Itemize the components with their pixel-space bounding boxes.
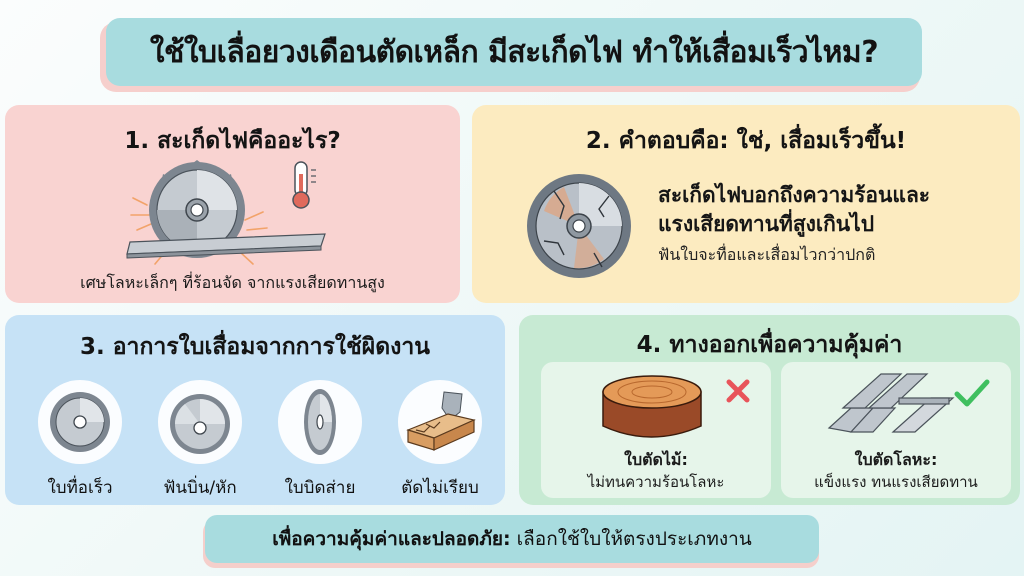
footer-bold-text: เพื่อความคุ้มค่าและปลอดภัย: — [272, 528, 511, 550]
symptom-label: ฟันบิ่น/หัก — [163, 478, 237, 498]
symptom-item: ใบทื่อเร็ว — [25, 380, 135, 501]
symptom-list: ใบทื่อเร็ว ฟันบิ่น/หัก — [25, 380, 495, 501]
rough-cut-wood-icon — [406, 391, 476, 451]
symptom-label: ใบบิดส่าย — [284, 478, 356, 498]
answer-sub: ฟันใบจะทื่อและเสื่อมไวกว่าปกติ — [658, 245, 876, 264]
answer-text: สะเก็ดไฟบอกถึงความร้อนและ แรงเสียดทานที่… — [658, 181, 930, 268]
panel-heading: 2. คำตอบคือ: ใช่, เสื่อมเร็วขึ้น! — [585, 128, 907, 154]
footer-message: เพื่อความคุ้มค่าและปลอดภัย: เลือกใช้ใบให… — [205, 515, 819, 563]
symptom-label: ใบทื่อเร็ว — [47, 478, 113, 498]
dull-blade-icon — [50, 392, 110, 452]
panel-heading: 3. อาการใบเสื่อมจากการใช้ผิดงาน — [79, 334, 430, 360]
thermometer-icon — [292, 161, 316, 209]
symptom-item: ฟันบิ่น/หัก — [145, 380, 255, 501]
answer-line-2: แรงเสียดทานที่สูงเกินไป — [658, 212, 875, 236]
chipped-teeth-blade-icon — [170, 394, 230, 454]
panel-heading: 4. ทางออกเพื่อความคุ้มค่า — [636, 332, 903, 358]
choice-title: ใบตัดไม้: — [624, 450, 688, 469]
wrong-x-icon — [726, 379, 750, 403]
panel-symptoms: 3. อาการใบเสื่อมจากการใช้ผิดงาน ใบทื่อเร… — [5, 315, 505, 505]
choice-title: ใบตัดโลหะ: — [854, 450, 938, 469]
panel-what-are-sparks: 1. สะเก็ดไฟคืออะไร? — [5, 105, 460, 303]
symptom-item: ใบบิดส่าย — [265, 380, 375, 501]
panel-solution: 4. ทางออกเพื่อความคุ้มค่า ใบตัดไม้: ไม่ท… — [519, 315, 1020, 505]
symptom-item: ตัดไม่เรียบ — [385, 380, 495, 501]
symptom-label: ตัดไม่เรียบ — [401, 478, 479, 498]
warped-blade-icon — [304, 389, 336, 455]
steel-bars-icon — [827, 373, 990, 433]
panel-heading: 1. สะเก็ดไฟคืออะไร? — [124, 128, 341, 154]
panel-caption: เศษโลหะเล็กๆ ที่ร้อนจัด จากแรงเสียดทานสู… — [80, 273, 385, 292]
page-title: ใช้ใบเลื่อยวงเดือนตัดเหล็ก มีสะเก็ดไฟ ทำ… — [106, 18, 922, 86]
title-banner: ใช้ใบเลื่อยวงเดือนตัดเหล็ก มีสะเก็ดไฟ ทำ… — [100, 18, 924, 92]
saw-cutting-metal-illustration — [126, 160, 326, 265]
footer-text: เลือกใช้ใบให้ตรงประเภทงาน — [516, 528, 752, 550]
footer-banner: เพื่อความคุ้มค่าและปลอดภัย: เลือกใช้ใบให… — [203, 515, 823, 571]
panel-answer: 2. คำตอบคือ: ใช่, เสื่อมเร็วขึ้น! สะเก็ด… — [472, 105, 1020, 303]
answer-line-1: สะเก็ดไฟบอกถึงความร้อนและ — [658, 183, 931, 207]
choice-metal-blade: ใบตัดโลหะ: แข็งแรง ทนแรงเสียดทาน — [781, 362, 1011, 498]
choice-sub: แข็งแรง ทนแรงเสียดทาน — [814, 473, 978, 491]
choice-wood-blade: ใบตัดไม้: ไม่ทนความร้อนโลหะ — [541, 362, 771, 498]
metal-bar-icon — [126, 233, 326, 259]
choice-sub: ไม่ทนความร้อนโลหะ — [587, 473, 725, 491]
wood-log-icon — [602, 375, 750, 438]
correct-check-icon — [954, 379, 990, 407]
cracked-saw-blade-icon — [527, 174, 631, 278]
saw-blade-icon — [149, 160, 245, 258]
